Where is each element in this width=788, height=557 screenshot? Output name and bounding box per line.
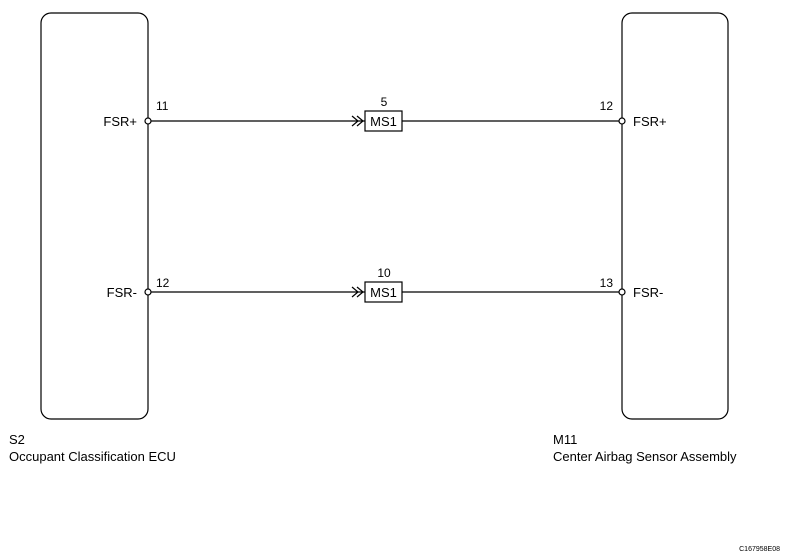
right-component-code: M11 — [553, 432, 578, 447]
connector-label: MS1 — [370, 114, 397, 129]
right-pin-number: 12 — [600, 99, 614, 113]
right-component-caption: M11 Center Airbag Sensor Assembly — [553, 431, 737, 465]
connector-chevron-icon — [351, 115, 364, 127]
pin-terminal — [618, 117, 626, 125]
figure-id: C167958E08 — [739, 546, 780, 553]
junction-connector-box — [364, 110, 403, 132]
left-pin-number: 11 — [156, 99, 169, 113]
junction-connector-box — [364, 281, 403, 303]
left-component-code: S2 — [9, 432, 25, 447]
left-component-name: Occupant Classification ECU — [9, 449, 176, 464]
right-component-name: Center Airbag Sensor Assembly — [553, 449, 737, 464]
left-pin-number: 12 — [156, 276, 170, 290]
right-signal-fsr-plus: FSR+ — [633, 114, 667, 129]
left-signal-fsr-minus: FSR- — [107, 285, 137, 300]
pin-terminal — [144, 117, 152, 125]
left-component-caption: S2 Occupant Classification ECU — [9, 431, 176, 465]
ecu-body — [40, 12, 149, 420]
pin-terminal — [144, 288, 152, 296]
pin-terminal — [618, 288, 626, 296]
connector-label: MS1 — [370, 285, 397, 300]
right-pin-number: 13 — [600, 276, 614, 290]
sensor-assembly-body — [621, 12, 729, 420]
right-signal-fsr-minus: FSR- — [633, 285, 663, 300]
connector-pin-number: 10 — [377, 266, 391, 280]
connector-pin-number: 5 — [381, 95, 388, 109]
connector-chevron-icon — [351, 286, 364, 298]
left-signal-fsr-plus: FSR+ — [103, 114, 137, 129]
